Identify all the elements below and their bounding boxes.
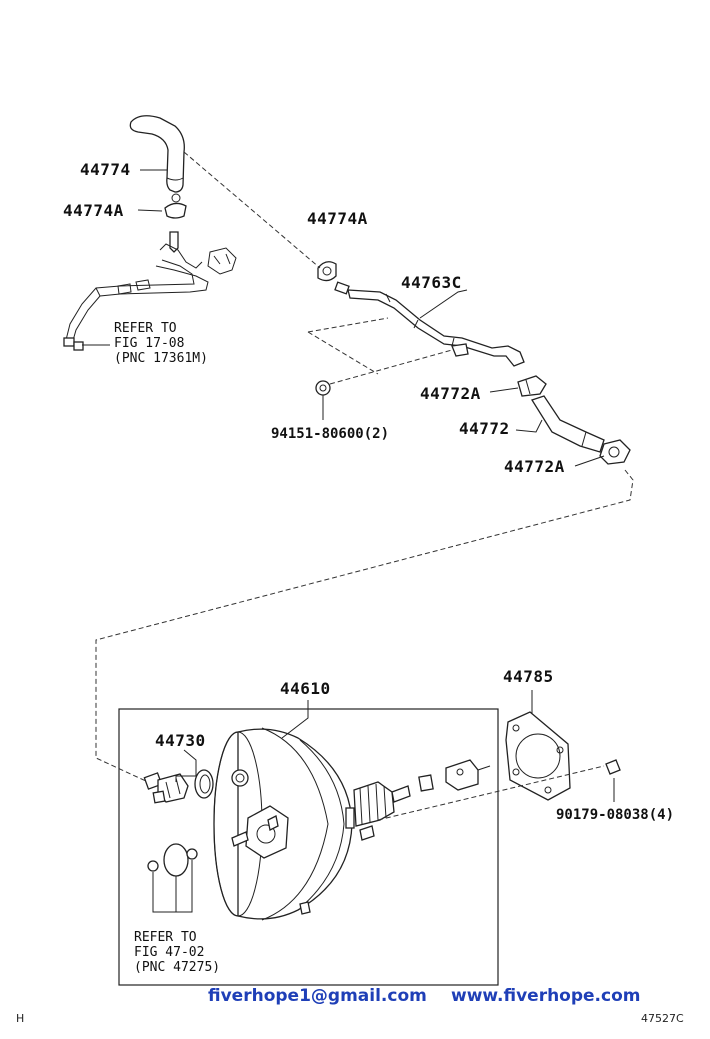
label-44772a-bottom: 44772A (504, 457, 565, 476)
label-94151: 94151-80600(2) (271, 426, 390, 442)
refer-note-line: (PNC 47275) (134, 960, 221, 975)
bolt-94151 (315, 380, 331, 396)
leader-lines (82, 169, 615, 913)
clamp-44774a-left (164, 193, 187, 219)
o-ring-set (147, 843, 198, 877)
hose-44772 (531, 395, 605, 453)
brake-booster-44610 (213, 727, 411, 921)
pipe-44763c (334, 281, 525, 367)
label-44772a-top: 44772A (420, 384, 481, 403)
corner-code-left: H (16, 1012, 25, 1025)
label-44772: 44772 (459, 419, 510, 438)
hose-44774 (129, 115, 185, 193)
clevis-booster (445, 759, 491, 791)
vacuum-pipe-left (63, 231, 237, 351)
label-44774a-mid: 44774A (307, 209, 368, 228)
refer-note-line: REFER TO (134, 930, 197, 945)
clamp-44772a-top (517, 375, 547, 397)
label-44785: 44785 (503, 667, 554, 686)
clamp-44772a-bottom (599, 439, 631, 465)
nut-booster (418, 774, 434, 792)
diagram-code: 47527C (641, 1012, 684, 1025)
website-link[interactable]: www.fiverhope.com (451, 986, 641, 1006)
label-90179: 90179-08038(4) (556, 807, 675, 823)
nut-90179 (605, 759, 621, 775)
label-44774a-left: 44774A (63, 201, 124, 220)
refer-note-line: FIG 17-08 (114, 336, 185, 351)
refer-note-fig-47-02: REFER TO FIG 47-02 (PNC 47275) (134, 930, 220, 975)
label-44763c: 44763C (401, 273, 462, 292)
check-valve-44730 (143, 772, 189, 804)
grommet-44730 (194, 769, 214, 799)
label-44610: 44610 (280, 679, 331, 698)
refer-note-line: (PNC 17361M) (114, 351, 208, 366)
refer-note-fig-17-08: REFER TO FIG 17-08 (PNC 17361M) (114, 321, 208, 366)
gasket-44785 (505, 711, 571, 801)
refer-note-line: REFER TO (114, 321, 177, 336)
refer-note-line: FIG 47-02 (134, 945, 205, 960)
label-44774: 44774 (80, 160, 131, 179)
email-link[interactable]: fiverhope1@gmail.com (208, 986, 427, 1006)
label-44730: 44730 (155, 731, 206, 750)
clamp-44774a-mid (317, 261, 337, 282)
